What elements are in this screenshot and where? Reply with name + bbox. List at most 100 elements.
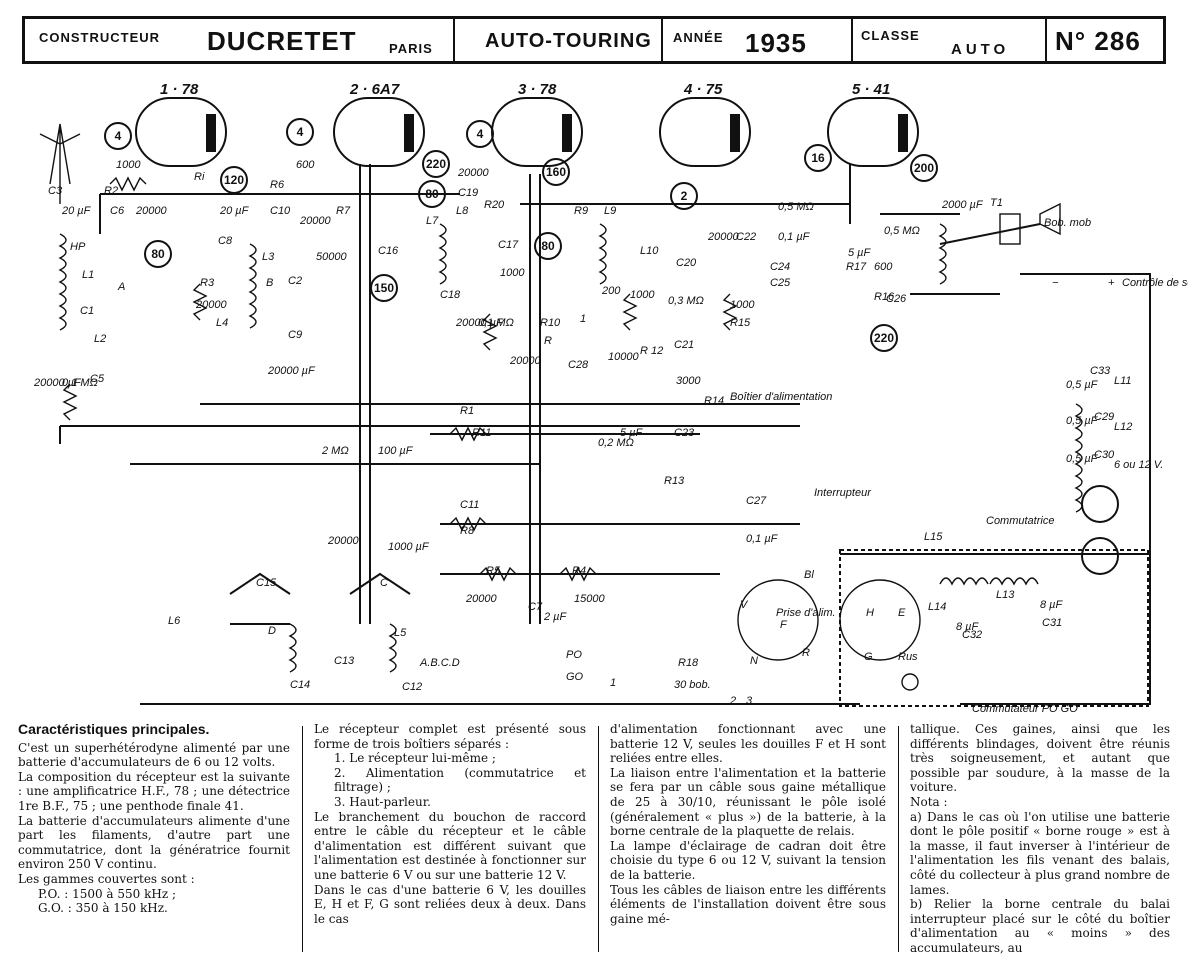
voltage-value: 16 [811,151,825,165]
component-label: Bob. mob [1044,217,1091,229]
component-label: 0,1 µF [778,231,811,243]
paragraph: La batterie d'accumulateurs alimente d'u… [18,813,290,872]
paragraph: G.O. : 350 à 150 kHz. [38,901,168,916]
component-label: Prise d'alim. [776,607,836,619]
component-label: L1 [82,269,94,281]
component-label: R3 [200,277,215,289]
component-label: C10 [270,205,291,217]
voltage-circle [144,240,172,268]
component-label: C18 [440,289,461,301]
component-label: 1000 µF [388,541,430,553]
component-label: R20 [484,199,505,211]
component-label: 2 [729,695,736,707]
component-label: Interrupteur [814,487,872,499]
component-label: 0,5 µF [1066,415,1099,427]
paragraph: P.O. : 1500 à 550 kHz ; [38,886,177,901]
voltage-circle [286,118,314,146]
component-label: C26 [886,293,907,305]
component-label: C21 [674,339,694,351]
component-label: C6 [110,205,125,217]
voltage-value: 120 [224,173,244,187]
component-label: 5 µF [848,247,872,259]
text-column-3: d'alimentation fonctionnant avec une bat… [610,722,886,958]
component-label: C17 [498,239,519,251]
component-label: L11 [1114,375,1132,387]
component-label: 5 µF [620,427,644,439]
component-label: C27 [746,495,767,507]
component-label: R9 [574,205,588,217]
component-label: A [117,281,125,293]
component-label: R [802,647,810,659]
component-label: 1000 [116,159,141,171]
component-label: R4 [572,565,586,577]
component-label: 20 µF [219,205,250,217]
component-label: C1 [80,305,94,317]
component-label: 600 [874,261,893,273]
classe: AUTO [951,41,1010,58]
component-label: 3000 [676,375,701,387]
component-label: R 12 [640,345,663,357]
component-label: R8 [460,525,475,537]
voltage-value: 220 [874,331,894,345]
voltage-circle [804,144,832,172]
voltage-value: 80 [425,187,439,201]
component-label: 0,1 MΩ [62,377,98,389]
column-divider [598,726,599,952]
component-label: C33 [1090,365,1111,377]
component-label: 20000 [299,215,331,227]
component-label: C31 [1042,617,1062,629]
component-label: E [898,607,906,619]
component-label: 20000 µF [267,365,316,377]
voltage-value: 150 [374,281,394,295]
voltage-value: 2 [681,189,688,203]
component-label: B [266,277,273,289]
header-bar: CONSTRUCTEUR DUCRETET PARIS AUTO-TOURING… [22,16,1166,64]
component-label: R1 [460,405,474,417]
component-label: C [380,577,388,589]
component-label: 1000 [630,289,655,301]
text-column-1: Caractéristiques principales. C'est un s… [18,722,290,958]
component-label: 10000 [608,351,639,363]
ville: PARIS [389,41,433,56]
component-label: GO [566,671,584,683]
text-column-2: Le récepteur complet est présenté sous f… [314,722,586,958]
component-label: C24 [770,261,790,273]
component-label: R7 [336,205,351,217]
component-label: 0,5 µF [1066,453,1099,465]
component-label: PO [566,649,582,661]
paragraph: a) Dans le cas où l'on utilise une batte… [910,809,1170,897]
voltage-value: 4 [297,125,304,139]
annee: 1935 [745,28,807,58]
component-label: R11 [472,427,491,439]
component-label: 20 µF [61,205,92,217]
component-label: 0,5 µF [1066,379,1099,391]
wiring [39,123,1151,707]
component-label: R10 [540,317,561,329]
paragraph: Tous les câbles de liaison entre les dif… [610,882,886,926]
component-label: 8 µF [956,621,980,633]
divider [661,19,663,61]
voltage-value: 4 [477,127,484,141]
component-label: + [1108,277,1115,289]
component-label: 100 µF [378,445,414,457]
component-label: R16 [874,291,895,303]
component-label: 2000 µF [941,199,984,211]
component-label: 0,1 µF [746,533,779,545]
component-label: L5 [394,627,407,639]
component-label: Bl [804,569,814,581]
component-label: 20000 [457,167,489,179]
divider [1045,19,1047,61]
paragraph: 1. Le récepteur lui-même ; [334,751,496,766]
component-label: 0,5 MΩ [778,201,814,213]
component-label: C2 [288,275,302,287]
component-label: 6 ou 12 V. [1114,459,1163,471]
component-label: C22 [736,231,756,243]
component-label: 0,1 MΩ [478,317,514,329]
component-label: 20000 [135,205,167,217]
component-label: C13 [334,655,355,667]
schematic-diagram: 1 · 78 2 · 6A7 3 · 78 4 · 75 5 · 41 4120… [33,81,1188,715]
paragraph: Dans le cas d'une batterie 6 V, les doui… [314,882,586,926]
component-label: 30 bob. [674,679,711,691]
paragraph: La liaison entre l'alimentation et la ba… [610,765,886,839]
